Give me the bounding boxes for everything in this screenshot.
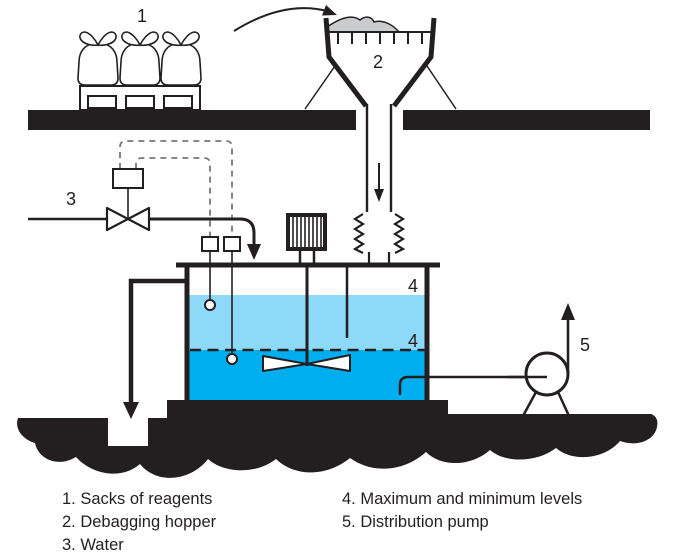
mixer-motor (286, 213, 327, 251)
flexible-coupling (352, 213, 406, 266)
legend-column-2: 4. Maximum and minimum levels 5. Distrib… (342, 488, 582, 534)
probe-float-low (226, 353, 238, 365)
pump-leg-right (556, 391, 571, 417)
callout-pump: 5 (580, 335, 590, 355)
pump-leg-left (521, 391, 538, 417)
callout-water: 3 (66, 189, 76, 209)
hopper-drop-pipe (352, 104, 406, 266)
pallet (79, 85, 201, 111)
pump-suction-pipe (398, 375, 547, 395)
sack-transfer-arrow (233, 5, 337, 32)
valve-actuator (112, 168, 144, 189)
pump-discharge-arrow (561, 303, 575, 374)
water-inlet-pipe (28, 217, 261, 260)
propeller-blade-right (306, 354, 351, 372)
flow-down-arrow (374, 163, 384, 202)
legend-item-levels: 4. Maximum and minimum levels (342, 490, 583, 508)
legend-item-pump: 5. Distribution pump (342, 513, 489, 531)
valve-body (126, 206, 151, 232)
debagging-hopper (304, 16, 457, 110)
mixer (262, 213, 351, 372)
callout-min-level: 4 (408, 331, 418, 351)
hopper-leg-right (426, 65, 457, 110)
ground (17, 400, 658, 478)
legend-item-water: 3. Water (62, 536, 124, 554)
sack (160, 31, 202, 86)
control-signal-lines (119, 140, 233, 236)
callout-hopper: 2 (373, 52, 383, 72)
mixer-motor-hatching (292, 217, 322, 247)
upper-floor-slab-right (403, 110, 650, 130)
reagent-sacks (77, 31, 202, 86)
legend-column-1: 1. Sacks of reagents 2. Debagging hopper… (62, 488, 216, 557)
propeller-blade-left (262, 355, 308, 372)
hopper-leg-left (304, 65, 336, 110)
level-probes (201, 236, 241, 365)
distribution-pump (508, 303, 575, 417)
hopper-grate-ticks (337, 33, 423, 44)
pump-body (524, 351, 570, 397)
valve-body (105, 206, 130, 232)
hopper-wall-left (323, 17, 368, 108)
level-probe-head-low (223, 236, 241, 252)
legend-item-sacks: 1. Sacks of reagents (62, 490, 213, 508)
callout-sacks: 1 (137, 6, 147, 26)
sack (119, 31, 161, 86)
legend-item-hopper: 2. Debagging hopper (62, 513, 217, 531)
level-probe-head-high (201, 236, 219, 252)
overflow-pipe (123, 278, 187, 419)
probe-float-high (204, 299, 216, 311)
sack (77, 31, 119, 86)
water-valve-assembly (105, 168, 151, 232)
callout-max-level: 4 (408, 276, 418, 296)
hopper-wall-right (392, 17, 437, 108)
upper-floor-slab-left (28, 110, 356, 130)
powder-pile (326, 16, 401, 33)
